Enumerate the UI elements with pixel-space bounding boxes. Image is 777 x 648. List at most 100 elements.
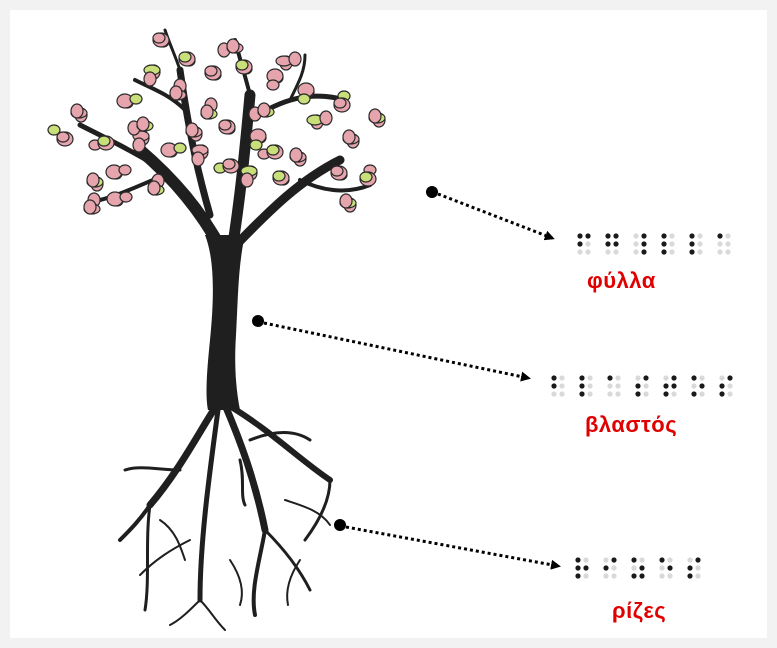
braille-cell [663,375,677,397]
braille-dot-raised [689,249,695,255]
braille-dot-raised [579,375,585,381]
braille-dot-empty [669,249,675,255]
braille-dot-empty [583,557,589,563]
blossom-illustration [342,129,356,145]
braille-dot-raised [667,565,673,571]
braille-dot-raised [691,391,697,397]
braille-dot-raised [605,241,611,247]
braille-cell [717,233,731,255]
braille-cell [631,557,645,579]
braille-dot-raised [699,383,705,389]
leaf-illustration [129,93,143,105]
braille-dot-raised [661,241,667,247]
label-stem: βλαστός [585,412,678,437]
braille-dot-empty [611,573,617,579]
braille-dot-empty [633,233,639,239]
leaf-illustration [235,59,249,71]
blossom-illustration [152,32,166,44]
braille-dot-raised [719,391,725,397]
blossom-illustration [319,110,333,126]
braille-dot-empty [667,557,673,563]
braille-dot-empty [551,391,557,397]
blossom-illustration [200,104,214,120]
braille-dot-empty [659,565,665,571]
braille-dot-empty [717,249,723,255]
leaf-illustration [297,93,311,105]
roots-arrow-icon [334,519,561,570]
leaf-illustration [249,139,263,151]
leaf-illustration [266,144,280,156]
braille-dot-raised [687,565,693,571]
braille-cell [605,233,619,255]
blossom-illustration [147,180,161,196]
braille-dot-empty [559,375,565,381]
braille-dot-empty [697,241,703,247]
braille-dot-raised [661,233,667,239]
braille-stem [551,375,733,397]
braille-dot-raised [603,565,609,571]
braille-cell [635,375,649,397]
braille-dot-empty [587,383,593,389]
blossom-illustration [288,51,302,67]
braille-dot-raised [689,233,695,239]
braille-dot-empty [559,383,565,389]
braille-dot-raised [579,383,585,389]
braille-dot-raised [577,233,583,239]
braille-dot-empty [717,241,723,247]
blossom-illustration [339,193,353,209]
blossom-illustration [204,65,218,77]
blossom-illustration [226,38,240,54]
braille-dot-raised [687,573,693,579]
blossom-illustration [333,97,347,109]
braille-dot-raised [583,565,589,571]
braille-dot-empty [725,233,731,239]
braille-dot-raised [695,557,701,563]
tree-illustration [47,28,386,631]
braille-dot-empty [585,249,591,255]
braille-dot-raised [641,249,647,255]
braille-cell [689,233,703,255]
braille-dot-empty [639,557,645,563]
braille-cell [579,375,593,397]
braille-cell [633,233,647,255]
braille-dot-raised [631,557,637,563]
braille-dot-empty [587,391,593,397]
braille-dot-empty [695,565,701,571]
blossom-illustration [70,103,84,119]
braille-dot-empty [667,573,673,579]
leaf-illustration [359,171,373,183]
braille-cell [607,375,621,397]
braille-cell [691,375,705,397]
braille-dot-empty [611,565,617,571]
braille-dot-empty [669,241,675,247]
braille-dot-empty [631,565,637,571]
braille-dot-raised [719,383,725,389]
braille-dot-raised [659,557,665,563]
braille-cell [687,557,701,579]
braille-dot-raised [643,375,649,381]
braille-dot-raised [551,383,557,389]
blossom-illustration [169,85,183,101]
braille-dot-empty [699,375,705,381]
arrows [252,186,561,570]
braille-dot-raised [605,233,611,239]
braille-dot-empty [585,241,591,247]
braille-dot-raised [671,375,677,381]
braille-dot-empty [603,557,609,563]
braille-dot-empty [687,557,693,563]
braille-dot-empty [669,233,675,239]
braille-dot-empty [615,391,621,397]
braille-cell [719,375,733,397]
braille-dot-empty [659,573,665,579]
braille-leaves [577,233,731,255]
braille-dot-empty [633,249,639,255]
braille-dot-empty [671,391,677,397]
leaves-arrow-icon [426,186,555,241]
braille-dot-raised [727,375,733,381]
blossom-illustration [222,158,236,170]
braille-dot-raised [691,375,697,381]
braille-dot-empty [577,249,583,255]
blossom-illustration [266,79,280,91]
